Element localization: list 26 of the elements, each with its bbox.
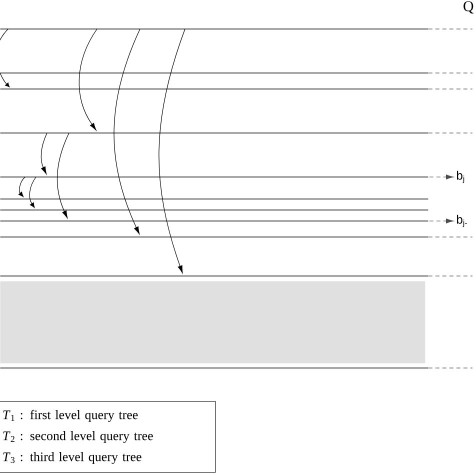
pointer-label: b$_{j-}$ xyxy=(456,214,467,228)
line-bar xyxy=(0,209,428,211)
line-bar xyxy=(0,220,428,222)
line-bar xyxy=(0,275,428,277)
curved-arrow xyxy=(29,176,36,208)
curved-arrow xyxy=(114,28,140,234)
curved-arrow xyxy=(40,132,48,174)
dashed-arrow xyxy=(429,174,454,180)
line-bar xyxy=(0,236,428,238)
curved-arrow xyxy=(0,72,10,88)
line-bar xyxy=(0,72,428,74)
dashed-arrow xyxy=(429,218,454,224)
shaded-region xyxy=(0,281,426,364)
line-bar xyxy=(0,367,428,369)
line-bar xyxy=(0,28,428,30)
curved-arrow xyxy=(18,176,26,197)
pointer-label: b$_{j}$ xyxy=(456,170,464,184)
curved-arrow xyxy=(158,28,186,274)
line-bar xyxy=(0,176,428,178)
legend-box: T$_{1}$ : first level query tree T$_{2}$ : second level query tree T$_{3}$ : third level query tree xyxy=(0,401,216,473)
line-bar xyxy=(0,132,428,134)
line-bar xyxy=(0,88,428,90)
curved-arrow xyxy=(56,132,70,218)
curved-arrow xyxy=(78,28,98,130)
line-bar xyxy=(0,198,428,200)
axis-label: Q xyxy=(464,1,474,14)
